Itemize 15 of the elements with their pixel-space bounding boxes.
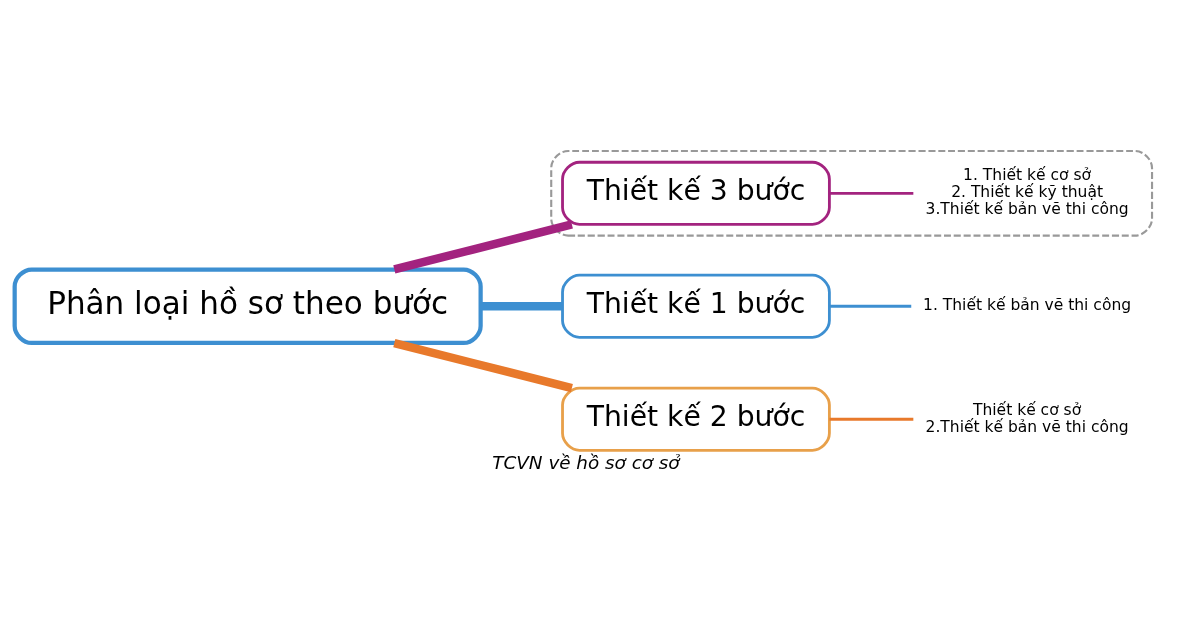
node-box: Thiết kế 3 bước bbox=[561, 160, 831, 226]
node-text: Thiết kế cơ sở 2.Thiết kế bản vẽ thi công bbox=[925, 400, 1129, 436]
connector bbox=[829, 191, 914, 195]
connector bbox=[393, 219, 573, 274]
caption: TCVN về hồ sơ cơ sở bbox=[492, 451, 680, 473]
connector bbox=[829, 304, 912, 308]
node-text: 1. Thiết kế bản vẽ thi công bbox=[923, 295, 1132, 314]
node-box: Phân loại hồ sơ theo bước bbox=[12, 266, 483, 345]
node-box: Thiết kế 2 bước bbox=[561, 386, 831, 452]
node-box: Thiết kế 1 bước bbox=[561, 273, 831, 339]
cluster bbox=[550, 149, 1154, 237]
node-text: 1. Thiết kế cơ sở 2. Thiết kế kỹ thuật 3.Thiết kế bản vẽ thi công bbox=[925, 165, 1129, 218]
connector bbox=[480, 301, 563, 310]
connector bbox=[829, 417, 914, 421]
connector bbox=[393, 338, 573, 392]
